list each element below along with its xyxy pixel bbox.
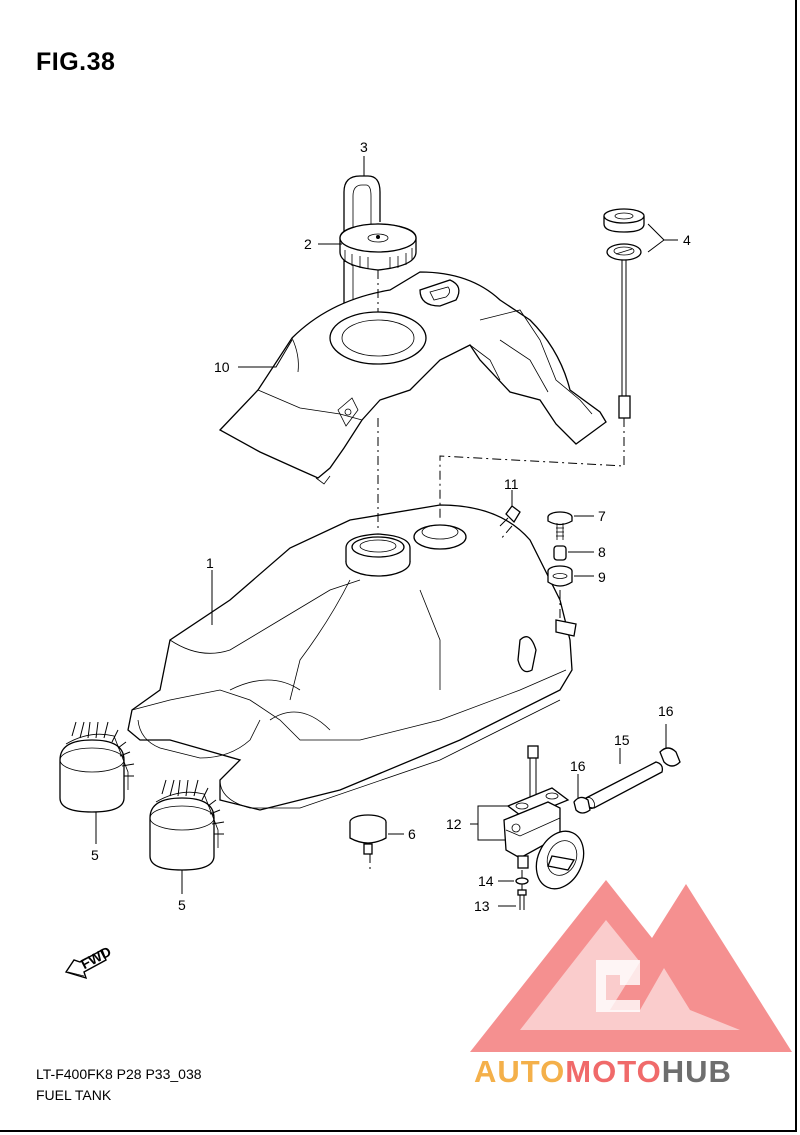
part-4-fuel-gauge	[603, 208, 645, 419]
callout-4: 4	[683, 232, 691, 248]
callout-7: 7	[598, 508, 606, 524]
callout-1: 1	[206, 555, 214, 571]
callout-15: 15	[614, 732, 630, 748]
part-5-clamp-right	[149, 779, 225, 871]
callout-11: 11	[504, 476, 519, 492]
callout-12: 12	[446, 816, 462, 832]
part-6-cushion	[349, 814, 387, 855]
callout-9: 9	[598, 569, 606, 585]
diagram-code: LT-F400FK8 P28 P33_038	[36, 1066, 202, 1082]
part-10-tank-cover	[218, 271, 607, 485]
part-12-fuel-valve	[503, 745, 585, 890]
callout-16-lower: 16	[570, 758, 586, 774]
part-7-bolt	[547, 511, 573, 540]
part-1-fuel-tank	[127, 504, 577, 811]
part-13-screw	[517, 889, 527, 910]
part-9-cushion	[547, 565, 573, 587]
part-11-bolt	[499, 505, 521, 527]
fwd-label: FWD	[78, 943, 114, 972]
watermark-moto: MOTO	[565, 1054, 662, 1089]
leader-lines	[95, 156, 678, 907]
fwd-arrow-icon: FWD	[64, 943, 114, 980]
part-16-clamp-lower	[573, 796, 591, 814]
callout-10: 10	[214, 359, 230, 375]
callout-13: 13	[474, 898, 490, 914]
part-16-clamp-upper	[659, 747, 681, 767]
callout-16-upper: 16	[658, 703, 674, 719]
callout-2: 2	[304, 236, 312, 252]
callout-8: 8	[598, 544, 606, 560]
callout-6: 6	[408, 826, 416, 842]
part-2-fuel-cap	[339, 223, 417, 271]
callout-3: 3	[360, 139, 368, 155]
callout-numbers: 3 2 4 10 1 11 7 8 9 5 5 6 12 14 13 15 16…	[91, 139, 691, 914]
watermark-hub: HUB	[661, 1054, 732, 1089]
part-15-fuel-hose	[585, 761, 664, 809]
assembly-lines	[369, 270, 625, 890]
figure-title: FIG.38	[36, 48, 116, 76]
callout-5-right: 5	[178, 897, 186, 913]
watermark-auto: AUTO	[474, 1054, 566, 1089]
callout-14: 14	[478, 873, 494, 889]
watermark-brand: AUTOMOTOHUB	[474, 1054, 732, 1090]
part-8-collar	[553, 545, 567, 561]
part-14-washer	[515, 877, 529, 885]
diagram-name: FUEL TANK	[36, 1087, 112, 1103]
part-5-clamp-left	[59, 721, 135, 813]
watermark-logo	[470, 880, 792, 1052]
callout-5-left: 5	[91, 847, 99, 863]
